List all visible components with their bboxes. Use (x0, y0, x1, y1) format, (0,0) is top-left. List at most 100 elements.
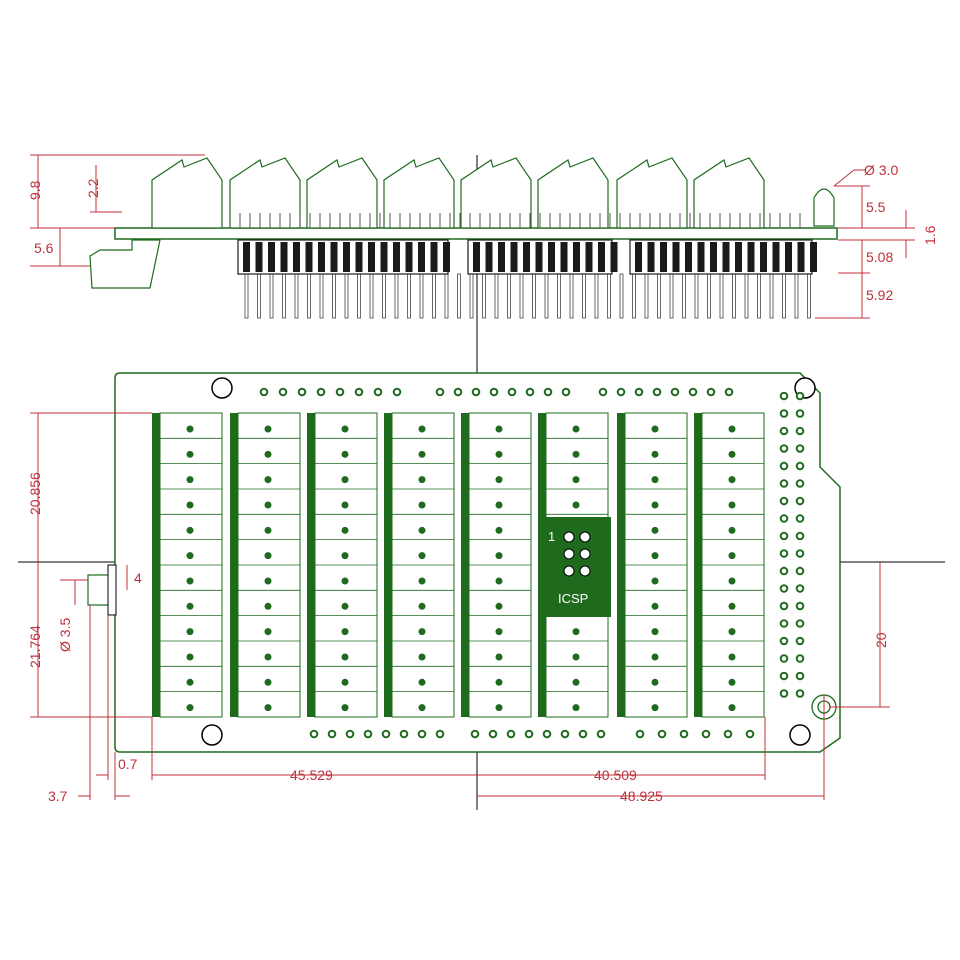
terminal-pad (651, 653, 659, 661)
terminal-pad (651, 526, 659, 534)
header-pad (635, 729, 645, 739)
header-pad (795, 549, 805, 558)
header-pad-rows (259, 387, 805, 739)
header-pad (634, 387, 644, 397)
mounting-hole (789, 724, 811, 746)
side-header-pin (293, 242, 300, 272)
header-pad (779, 549, 789, 558)
terminal-pad (651, 577, 659, 585)
terminal-pad (495, 653, 503, 661)
terminal-pad (651, 501, 659, 509)
terminal-pad (495, 602, 503, 610)
side-header (629, 239, 813, 275)
header-pad (652, 387, 662, 397)
side-pin-bottom (344, 273, 349, 319)
terminal-pad (341, 552, 349, 560)
side-header-pin (672, 242, 680, 272)
side-pin-bottom (669, 273, 674, 319)
header-pad (616, 387, 626, 397)
header-pad (560, 729, 570, 739)
side-terminal-block (537, 157, 609, 229)
terminal-pad (651, 552, 659, 560)
header-pad (779, 619, 789, 628)
header-pad (795, 426, 805, 436)
header-pad (779, 689, 789, 698)
terminal-pad (186, 526, 194, 534)
terminal-pad (418, 678, 426, 686)
terminal-pad (651, 678, 659, 686)
side-pcb (114, 227, 838, 240)
terminal-pad (728, 501, 736, 509)
icsp-pin (579, 565, 591, 577)
header-pad (779, 531, 789, 541)
header-pad (795, 601, 805, 611)
side-header-pin (598, 242, 605, 272)
header-pad (779, 566, 789, 576)
terminal-pad (186, 552, 194, 560)
terminal-pad (418, 577, 426, 585)
side-header-pin (405, 242, 413, 272)
side-header-pin (585, 242, 593, 272)
header-pad (297, 387, 307, 397)
terminal-pad (264, 704, 272, 712)
side-pin-bottom (319, 273, 324, 319)
side-header-pin (548, 242, 555, 272)
side-header-pin (393, 242, 400, 272)
header-pad (701, 729, 711, 739)
terminal-pad (495, 628, 503, 636)
side-header-pin (430, 242, 438, 272)
terminal-pad (186, 704, 194, 712)
header-pad (795, 479, 805, 488)
terminal-pad (728, 602, 736, 610)
header-pad (392, 387, 402, 397)
header-pad (779, 496, 789, 506)
terminal-pad (572, 678, 580, 686)
side-header-pin (473, 242, 480, 272)
side-pin-bottom (257, 273, 261, 319)
terminal-pad (186, 653, 194, 661)
side-header-pin (318, 242, 325, 272)
dim-2-2: 2.2 (85, 178, 101, 198)
header-pad (779, 514, 789, 523)
side-terminal-block (460, 157, 532, 229)
terminal-pad (418, 704, 426, 712)
terminal-rail (538, 413, 546, 717)
header-pad (795, 619, 805, 628)
terminal-pad (341, 704, 349, 712)
terminal-pad (495, 678, 503, 686)
side-pin-bottom (419, 273, 424, 319)
side-header-pin (355, 242, 363, 272)
terminal-pad (264, 450, 272, 458)
header-pad (795, 444, 805, 453)
side-header-pin (485, 242, 493, 272)
side-reset-button (89, 239, 161, 289)
header-pad (507, 387, 517, 397)
side-pin-bottom (582, 273, 586, 319)
terminal-pad (264, 425, 272, 433)
side-terminal-block (383, 157, 455, 229)
header-pad (363, 729, 373, 739)
header-pad (779, 654, 789, 663)
header-pad (316, 387, 326, 397)
terminal-pad (728, 425, 736, 433)
side-header-pin (330, 242, 338, 272)
icsp-pin (563, 548, 575, 560)
dim-48-925: 48.925 (620, 788, 663, 804)
terminal-pad (572, 425, 580, 433)
side-header-pin (560, 242, 568, 272)
terminal-pad (728, 628, 736, 636)
dim-phi-3-0: Ø 3.0 (864, 162, 898, 178)
terminal-pad (418, 501, 426, 509)
header-pad (779, 461, 789, 471)
side-header-pin (710, 242, 717, 272)
header-pad (795, 461, 805, 471)
side-pin-bottom (494, 273, 499, 319)
header-pad (489, 387, 499, 397)
terminal-pad (728, 653, 736, 661)
side-pin-bottom (307, 273, 311, 319)
header-pad (779, 584, 789, 593)
terminal-pad (264, 653, 272, 661)
top-reset-body (107, 564, 117, 616)
terminal-pad (418, 425, 426, 433)
